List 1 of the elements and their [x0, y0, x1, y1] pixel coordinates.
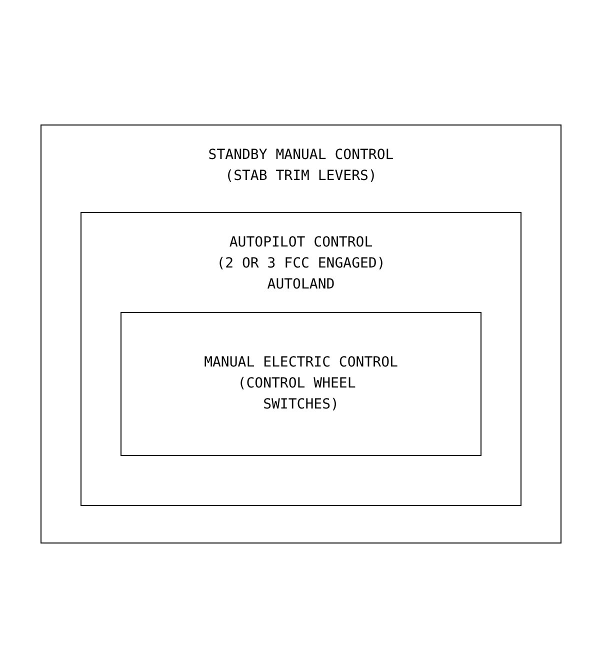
- node-box: MANUAL ELECTRIC CONTROL (CONTROL WHEEL SWITCHES): [120, 312, 482, 456]
